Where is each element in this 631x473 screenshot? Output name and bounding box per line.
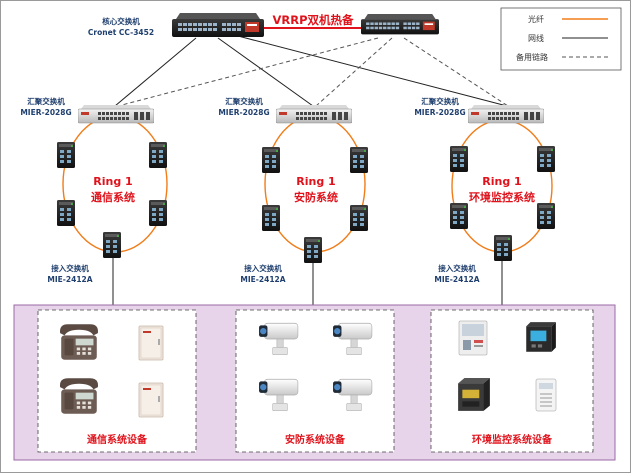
network-cable-links — [114, 35, 508, 107]
ring-switch — [450, 203, 468, 229]
device-box-environment — [430, 309, 594, 453]
ring-switch — [149, 142, 167, 168]
backup-core2-agg1 — [117, 37, 379, 107]
ring-switch — [262, 205, 280, 231]
core-switch-label: 核心交换机 — [102, 16, 140, 26]
vrrp-label: VRRP双机热备 — [272, 13, 354, 27]
cable-core1-agg2 — [217, 37, 314, 107]
access-switch — [103, 232, 121, 258]
cabinet-icon — [138, 325, 164, 361]
ring-switch — [537, 146, 555, 172]
ring-switch — [450, 146, 468, 172]
agg-switch-model: MIER-2028G — [414, 108, 465, 117]
core-switch-backup — [361, 13, 439, 35]
agg-switch-model: MIER-2028G — [218, 108, 269, 117]
agg-switch-label: 汇聚交换机 — [421, 96, 459, 106]
panel-title-security: 安防系统设备 — [285, 433, 346, 446]
phone-icon — [59, 378, 99, 414]
group-communication: 汇聚交换机 MIER-2028G Ring 1 通信系统 接入交换机 MIE-2… — [20, 96, 168, 305]
access-switch — [304, 237, 322, 263]
backup-links — [117, 37, 509, 107]
ring-title: Ring 1 — [93, 175, 132, 188]
ring-switch — [149, 200, 167, 226]
aggregation-switch — [276, 105, 352, 124]
access-switch — [494, 235, 512, 261]
panel-title-environment: 环境监控系统设备 — [472, 433, 553, 446]
access-switch-model: MIE-2412A — [434, 275, 479, 284]
ring-subtitle: 安防系统 — [294, 190, 338, 204]
ring-subtitle: 通信系统 — [91, 190, 135, 204]
access-switch-model: MIE-2412A — [47, 275, 92, 284]
sensor-box-icon — [458, 320, 488, 356]
legend-backup-label: 备用链路 — [516, 52, 548, 62]
ring-switch — [537, 203, 555, 229]
ring-switch — [57, 142, 75, 168]
cable-core1-agg1 — [114, 37, 197, 107]
access-switch-label: 接入交换机 — [244, 263, 282, 273]
legend: 光纤 网线 备用链路 — [500, 7, 622, 71]
agg-switch-label: 汇聚交换机 — [225, 96, 263, 106]
detector-icon — [535, 378, 557, 412]
ring-subtitle: 环境监控系统 — [469, 190, 535, 204]
backup-core2-agg2 — [315, 37, 393, 107]
agg-switch-model: MIER-2028G — [20, 108, 71, 117]
ring-title: Ring 1 — [482, 175, 521, 188]
device-panel: 通信系统设备 安防系统设备 环境监控系统设备 — [13, 304, 616, 461]
legend-cable-label: 网线 — [528, 33, 544, 43]
ring-switch — [350, 147, 368, 173]
agg-switch-label: 汇聚交换机 — [27, 96, 65, 106]
core-switch-model: Cronet CC-3452 — [88, 28, 154, 37]
battery-icon — [458, 378, 490, 411]
access-switch-model: MIE-2412A — [240, 275, 285, 284]
panel-title-communication: 通信系统设备 — [87, 433, 148, 446]
monitor-unit-icon — [526, 322, 556, 352]
legend-fiber-label: 光纤 — [528, 14, 544, 24]
group-environment: 汇聚交换机 MIER-2028G Ring 1 环境监控系统 接入交换机 MIE… — [414, 96, 555, 305]
cabinet-icon — [138, 382, 164, 418]
aggregation-switch — [468, 105, 544, 124]
cable-core1-agg3 — [237, 35, 508, 107]
group-security: 汇聚交换机 MIER-2028G Ring 1 安防系统 接入交换机 MIE-2… — [218, 96, 368, 305]
core-switch-primary — [172, 13, 264, 37]
ring-switch — [262, 147, 280, 173]
aggregation-switch — [78, 105, 154, 124]
access-switch-label: 接入交换机 — [438, 263, 476, 273]
ring-title: Ring 1 — [296, 175, 335, 188]
ring-switch — [57, 200, 75, 226]
access-switch-label: 接入交换机 — [51, 263, 89, 273]
ring-switch — [350, 205, 368, 231]
phone-icon — [59, 324, 99, 360]
